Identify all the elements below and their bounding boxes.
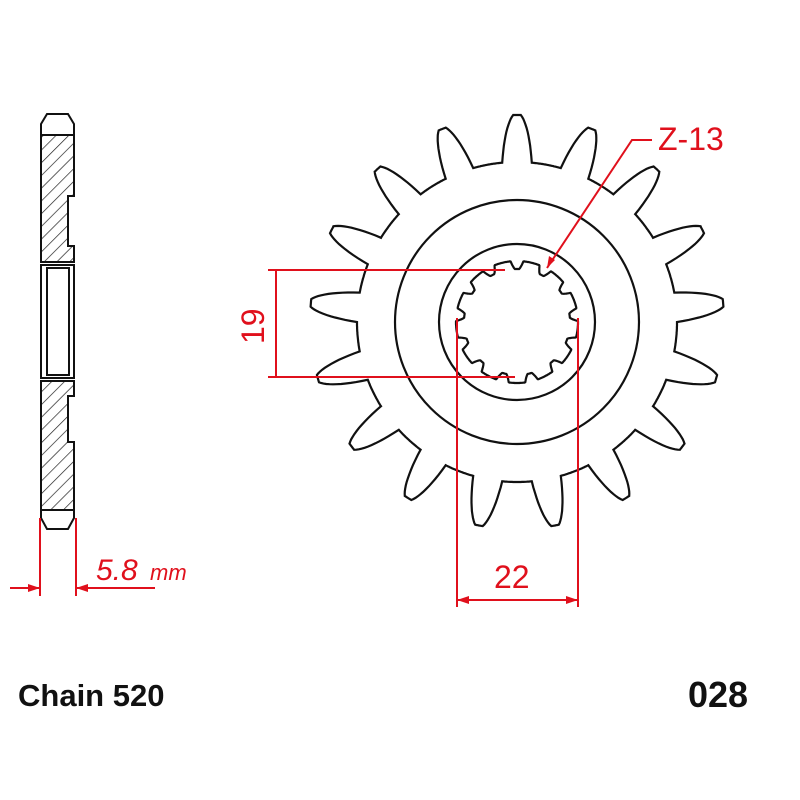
part-number: 028 [688, 674, 749, 715]
dimensions [10, 139, 652, 607]
side-view [40, 113, 75, 530]
hub-outer-circle [393, 198, 641, 446]
dim-22-label: 22 [494, 559, 530, 595]
thickness-unit: mm [150, 560, 187, 585]
arrow [28, 584, 40, 592]
bore-inner [46, 267, 70, 376]
spline-bore-outline [454, 260, 580, 385]
arrow [457, 596, 469, 604]
z13-leader [546, 139, 652, 269]
upper-hatched-section [40, 134, 75, 263]
sprocket-teeth-outline [309, 113, 725, 528]
arrow [76, 584, 88, 592]
bore-section [40, 264, 75, 379]
lower-hatched-section [40, 380, 75, 511]
thickness-value: 5.8 [96, 554, 138, 587]
front-view [309, 113, 725, 528]
spline-count-label: Z-13 [658, 121, 724, 157]
bottom-chamfer [40, 509, 75, 530]
arrowheads [28, 256, 578, 604]
arrow [566, 596, 578, 604]
dim-19-label: 19 [235, 308, 271, 344]
top-chamfer [40, 113, 75, 136]
chain-label: Chain 520 [18, 678, 165, 713]
hub-inner-circle [437, 242, 597, 402]
arrow [547, 256, 555, 268]
